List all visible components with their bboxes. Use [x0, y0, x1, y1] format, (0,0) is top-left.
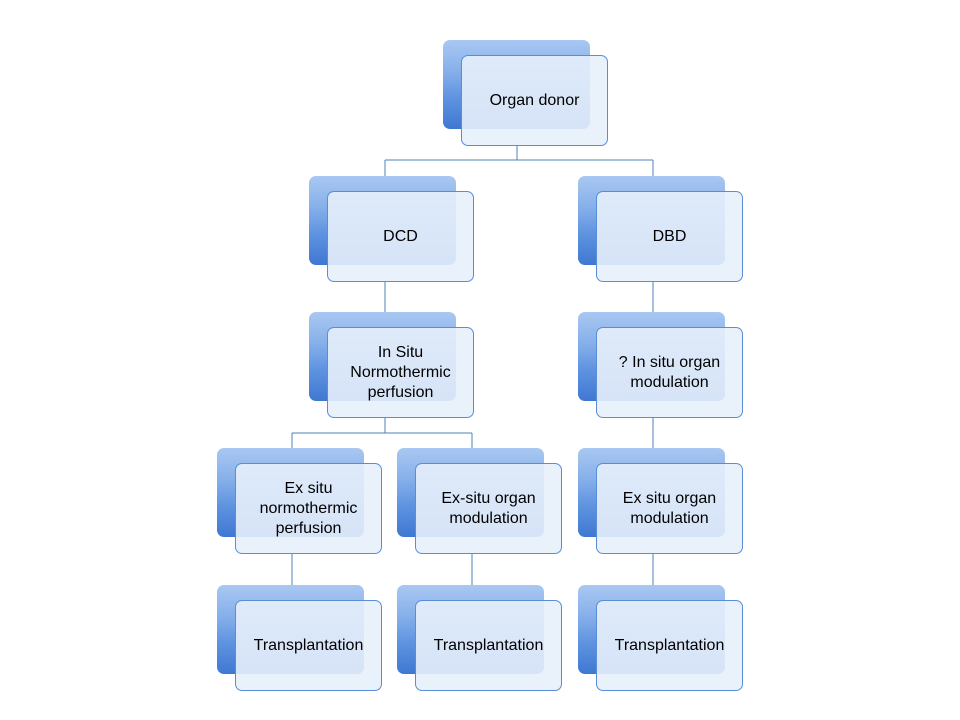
node-transplantation-3: Transplantation	[578, 585, 743, 691]
connector-root-to-children	[384, 145, 654, 176]
node-ex-situ-normothermic-perfusion: Ex situ normothermic perfusion	[217, 448, 382, 554]
node-label: In Situ Normothermic perfusion	[350, 343, 451, 401]
node-label: DCD	[383, 227, 418, 245]
node-dbd: DBD	[578, 176, 743, 282]
node-label: Transplantation	[253, 636, 364, 654]
node-label: Transplantation	[433, 636, 544, 654]
node-organ-donor: Organ donor	[443, 40, 608, 146]
connector-insitu-to-exsitu	[291, 418, 473, 448]
node-ex-situ-organ-modulation-dbd: Ex situ organ modulation	[578, 448, 743, 554]
node-label: ? In situ organ modulation	[618, 353, 721, 391]
node-ex-situ-organ-modulation-dcd: Ex-situ organ modulation	[397, 448, 562, 554]
node-label: Ex situ organ modulation	[622, 489, 717, 527]
node-label: Ex situ normothermic perfusion	[259, 479, 358, 537]
node-transplantation-1: Transplantation	[217, 585, 382, 691]
node-in-situ-normothermic-perfusion: In Situ Normothermic perfusion	[309, 312, 474, 418]
node-transplantation-2: Transplantation	[397, 585, 562, 691]
node-dcd: DCD	[309, 176, 474, 282]
node-label: Organ donor	[489, 91, 580, 109]
node-label: Transplantation	[614, 636, 725, 654]
node-in-situ-organ-modulation: ? In situ organ modulation	[578, 312, 743, 418]
node-label: Ex-situ organ modulation	[441, 489, 536, 527]
node-label: DBD	[652, 227, 687, 245]
